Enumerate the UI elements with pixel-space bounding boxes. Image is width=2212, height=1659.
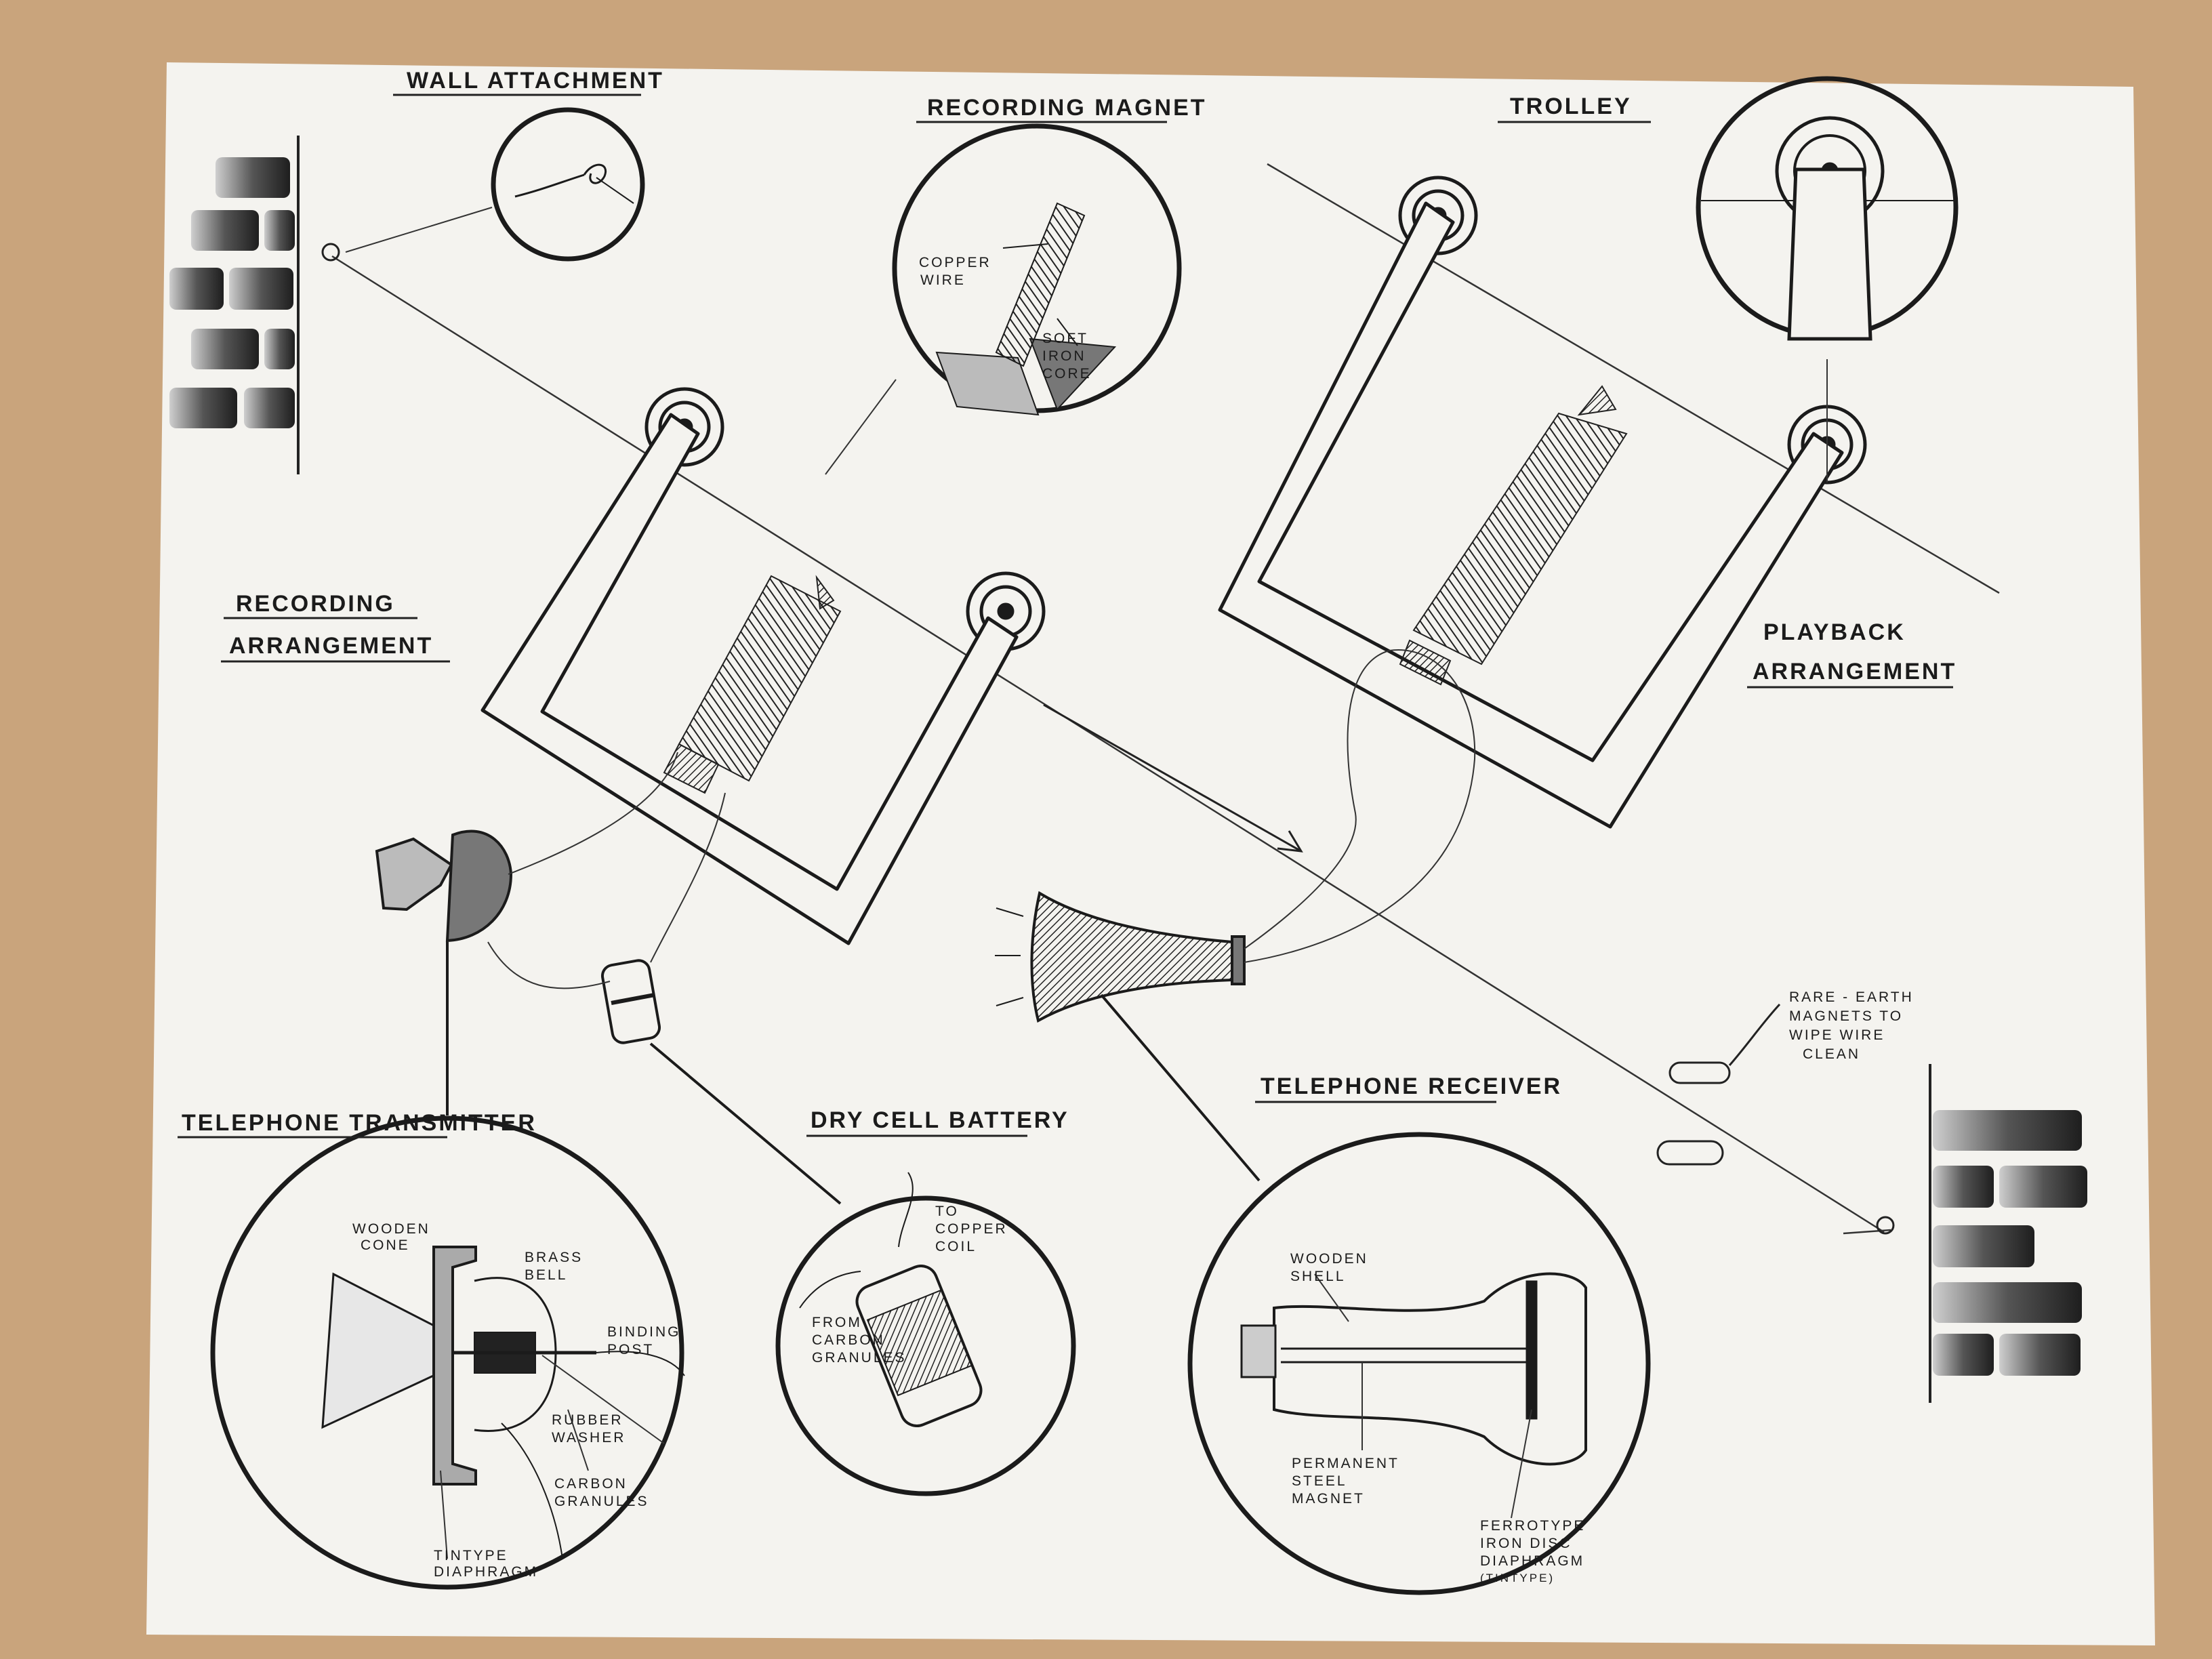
label-wall-attachment: WALL ATTACHMENT <box>407 68 664 94</box>
label-dry-cell-battery: DRY CELL BATTERY <box>811 1107 1069 1133</box>
label-playback-arrangement: ARRANGEMENT <box>1753 659 1957 684</box>
label-telephone-transmitter: TELEPHONE TRANSMITTER <box>182 1110 537 1136</box>
label-recording-arrangement: ARRANGEMENT <box>229 633 433 659</box>
label-playback: PLAYBACK <box>1763 619 1906 645</box>
label-recording: RECORDING <box>236 591 395 617</box>
label-recording-magnet: RECORDING MAGNET <box>927 95 1207 121</box>
note-soft-iron-core: SOFTIRONCORE <box>1042 331 1092 382</box>
label-telephone-receiver: TELEPHONE RECEIVER <box>1261 1073 1562 1099</box>
label-trolley: TROLLEY <box>1510 94 1632 119</box>
